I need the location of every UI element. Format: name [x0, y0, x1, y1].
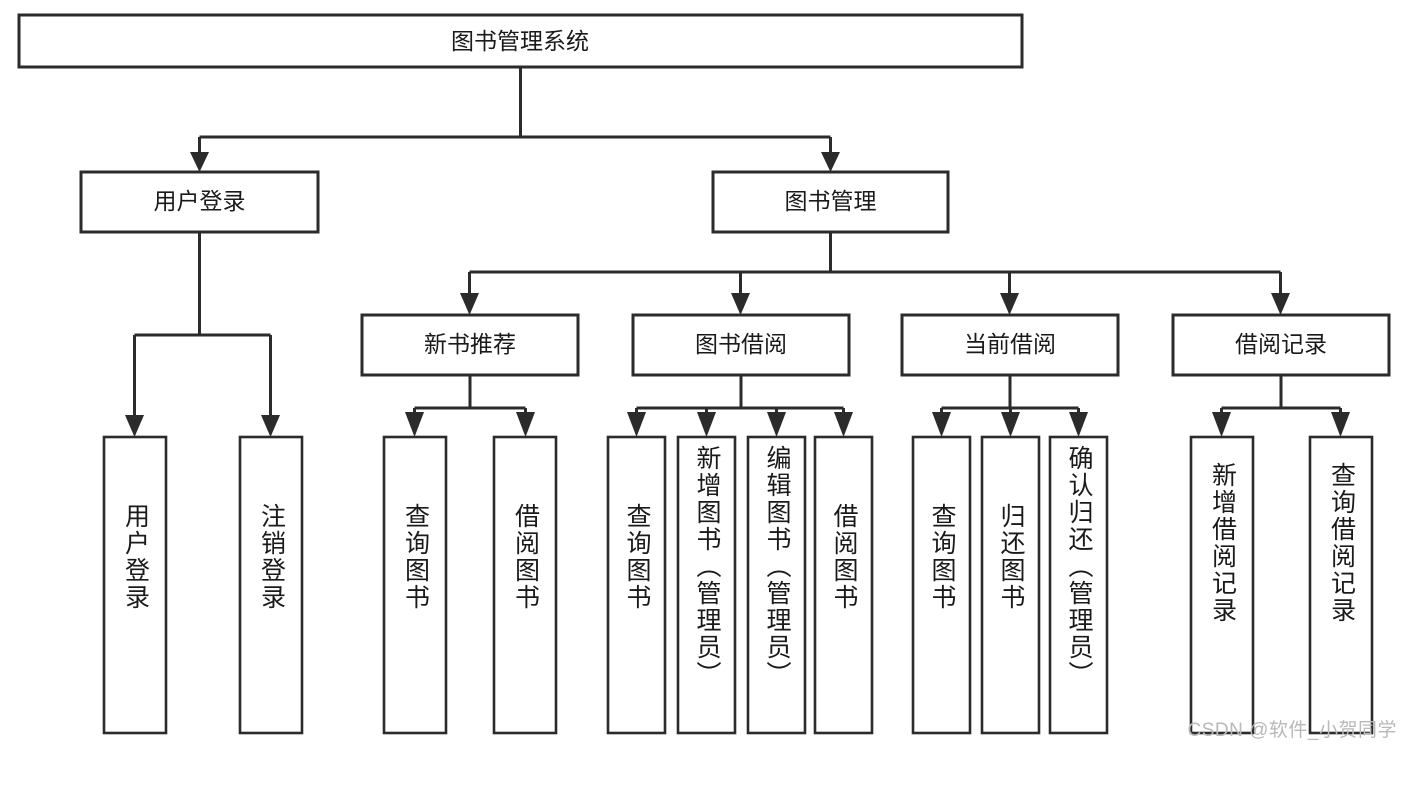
arrow-head-leaf-current-borrow-2	[1001, 412, 1020, 437]
leaf-box-user-login-2[interactable]	[238, 435, 304, 735]
arrow-head-to-book-borrow	[731, 293, 750, 315]
leaf-box-book-borrow-1[interactable]	[606, 435, 667, 735]
leaf-box-new-book-1[interactable]	[382, 435, 448, 735]
arrow-head-to-user-login	[190, 152, 209, 172]
leaf-box-book-borrow-3[interactable]	[746, 435, 807, 735]
node-root-label: 图书管理系统	[451, 28, 589, 54]
arrow-head-leaf-current-borrow-3	[1069, 412, 1088, 437]
leaf-box-current-borrow-2[interactable]	[980, 435, 1041, 735]
arrow-head-leaf-book-borrow-1	[627, 412, 646, 437]
flowchart-canvas: 图书管理系统 用户登录 图书管理 新书推荐	[17, 13, 1397, 741]
arrow-head-leaf-book-borrow-2	[697, 412, 716, 437]
node-current-borrow-label: 当前借阅	[964, 331, 1056, 357]
node-book-manage-box[interactable]	[711, 170, 950, 234]
flowchart-svg: 图书管理系统 用户登录 图书管理 新书推荐	[17, 13, 1391, 735]
watermark-text: CSDN @软件_小贺同学	[1187, 720, 1397, 741]
node-root-box[interactable]	[17, 13, 1024, 69]
arrow-head-leaf-book-borrow-4	[834, 412, 853, 437]
node-book-borrow-box[interactable]	[631, 313, 851, 377]
node-new-book-label: 新书推荐	[424, 331, 516, 357]
arrow-head-to-new-book	[460, 293, 479, 315]
arrow-head-to-book-manage	[821, 152, 840, 172]
arrow-head-leaf-new-book-1	[405, 412, 424, 437]
arrow-head-leaf-new-book-2	[516, 412, 535, 437]
leaf-box-book-borrow-4[interactable]	[813, 435, 874, 735]
leaf-box-new-book-2[interactable]	[492, 435, 558, 735]
arrow-head-leaf-user-login-2	[261, 415, 280, 437]
arrow-head-to-current-borrow	[1000, 293, 1019, 315]
arrow-head-leaf-borrow-record-2	[1331, 412, 1350, 437]
node-borrow-record-box[interactable]	[1171, 313, 1391, 377]
node-new-book-box[interactable]	[360, 313, 580, 377]
arrow-head-to-borrow-record	[1271, 293, 1290, 315]
node-current-borrow-box[interactable]	[900, 313, 1120, 377]
arrow-head-leaf-book-borrow-3	[767, 412, 786, 437]
node-book-borrow-label: 图书借阅	[695, 331, 787, 357]
arrow-head-leaf-current-borrow-1	[932, 412, 951, 437]
leaf-box-borrow-record-2[interactable]	[1308, 435, 1374, 735]
arrow-head-leaf-borrow-record-1	[1212, 412, 1231, 437]
node-borrow-record-label: 借阅记录	[1235, 331, 1327, 357]
leaf-box-borrow-record-1[interactable]	[1189, 435, 1255, 735]
node-book-manage-label: 图书管理	[785, 188, 877, 214]
arrow-head-leaf-user-login-1	[125, 415, 144, 437]
leaf-box-current-borrow-1[interactable]	[911, 435, 972, 735]
leaf-box-user-login-1[interactable]	[102, 435, 168, 735]
leaf-box-book-borrow-2[interactable]	[676, 435, 737, 735]
leaf-box-current-borrow-3[interactable]	[1048, 435, 1109, 735]
node-user-login-label: 用户登录	[154, 188, 246, 214]
